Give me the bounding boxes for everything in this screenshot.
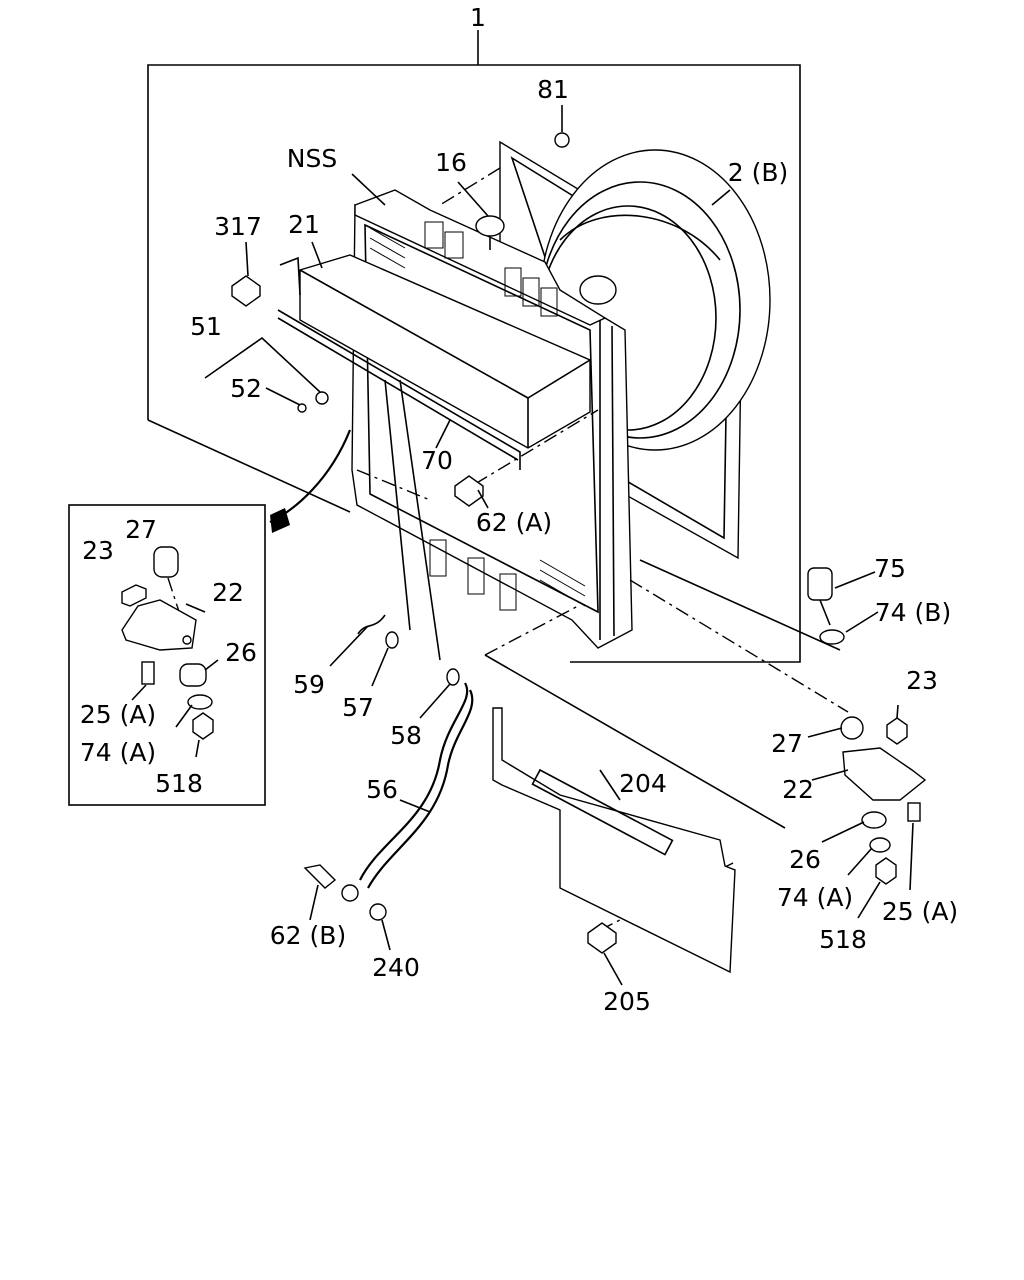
hardware	[231, 132, 927, 954]
callout-21: 21	[288, 210, 320, 239]
callout-240: 240	[372, 953, 420, 982]
callout-62a: 62 (A)	[476, 508, 552, 537]
callout-81: 81	[537, 75, 569, 104]
inset-callout-74a: 74 (A)	[80, 738, 156, 767]
leader-lines	[204, 105, 914, 986]
inset-labels: 27 23 22 26 25 (A) 74 (A) 518	[80, 515, 257, 798]
callout-70: 70	[421, 446, 453, 475]
callout-nss: NSS	[287, 144, 337, 173]
callout-1: 1	[470, 3, 486, 32]
inset-callout-22: 22	[212, 578, 244, 607]
callout-labels: 1 81 NSS 16 2 (B) 317 21 51 52 70 62 (A)…	[190, 3, 951, 1016]
callout-205: 205	[603, 987, 651, 1016]
callout-57: 57	[342, 693, 374, 722]
callout-204: 204	[619, 769, 667, 798]
callout-51: 51	[190, 312, 222, 341]
inset-callout-26: 26	[225, 638, 257, 667]
callout-2b: 2 (B)	[728, 158, 789, 187]
assembly-lines	[356, 167, 849, 931]
assembly-frame	[147, 30, 801, 663]
right-callout-26: 26	[789, 845, 821, 874]
inset-callout-23: 23	[82, 536, 114, 565]
right-callout-74a: 74 (A)	[777, 883, 853, 912]
right-callout-22: 22	[782, 775, 814, 804]
callout-59: 59	[293, 670, 325, 699]
drain-hose	[303, 614, 474, 921]
right-callout-27: 27	[771, 729, 803, 758]
inset-callout-27: 27	[125, 515, 157, 544]
lower-bracket	[492, 707, 736, 974]
stay-rod	[384, 379, 441, 661]
right-mount-labels: 23 27 22 26 74 (A) 518 25 (A)	[771, 666, 958, 954]
right-callout-23: 23	[906, 666, 938, 695]
callout-52: 52	[230, 374, 262, 403]
callout-62b: 62 (B)	[270, 921, 346, 950]
right-callout-25a: 25 (A)	[882, 897, 958, 926]
baffle-plate	[277, 254, 591, 470]
callout-58: 58	[390, 721, 422, 750]
callout-317: 317	[214, 212, 262, 241]
inset-callout-25a: 25 (A)	[80, 700, 156, 729]
right-callout-518: 518	[819, 925, 867, 954]
callout-74b: 74 (B)	[875, 598, 951, 627]
inset-callout-518: 518	[155, 769, 203, 798]
callout-16: 16	[435, 148, 467, 177]
mount-detail-inset	[68, 504, 266, 806]
callout-56: 56	[366, 775, 398, 804]
callout-75: 75	[874, 554, 906, 583]
